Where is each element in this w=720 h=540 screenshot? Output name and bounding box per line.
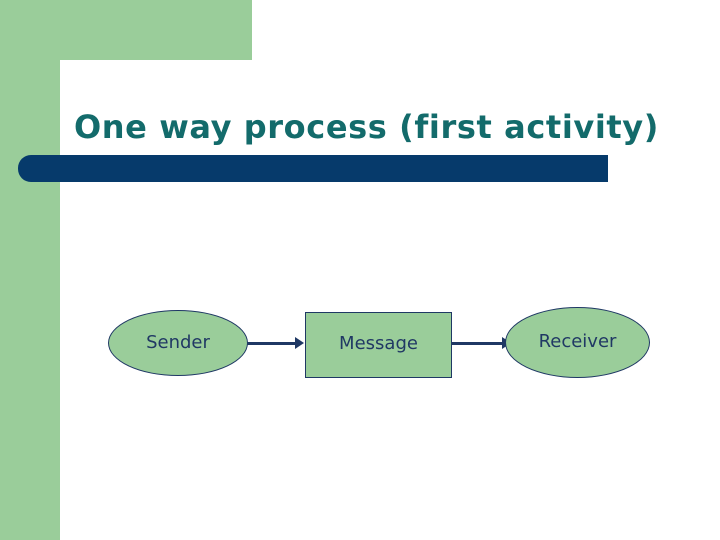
title-underline-bar [18, 155, 608, 182]
slide-title: One way process (first activity) [74, 108, 659, 146]
node-message-shape[interactable] [305, 312, 452, 378]
arrow-sender-to-message-line [247, 342, 297, 345]
node-sender-shape[interactable] [108, 310, 248, 376]
arrow-sender-to-message-head-icon [295, 337, 304, 349]
node-receiver-shape[interactable] [505, 307, 650, 378]
arrow-message-to-receiver-line [451, 342, 503, 345]
green-decoration-strip-left [0, 0, 60, 540]
slide-content-panel [60, 60, 720, 540]
